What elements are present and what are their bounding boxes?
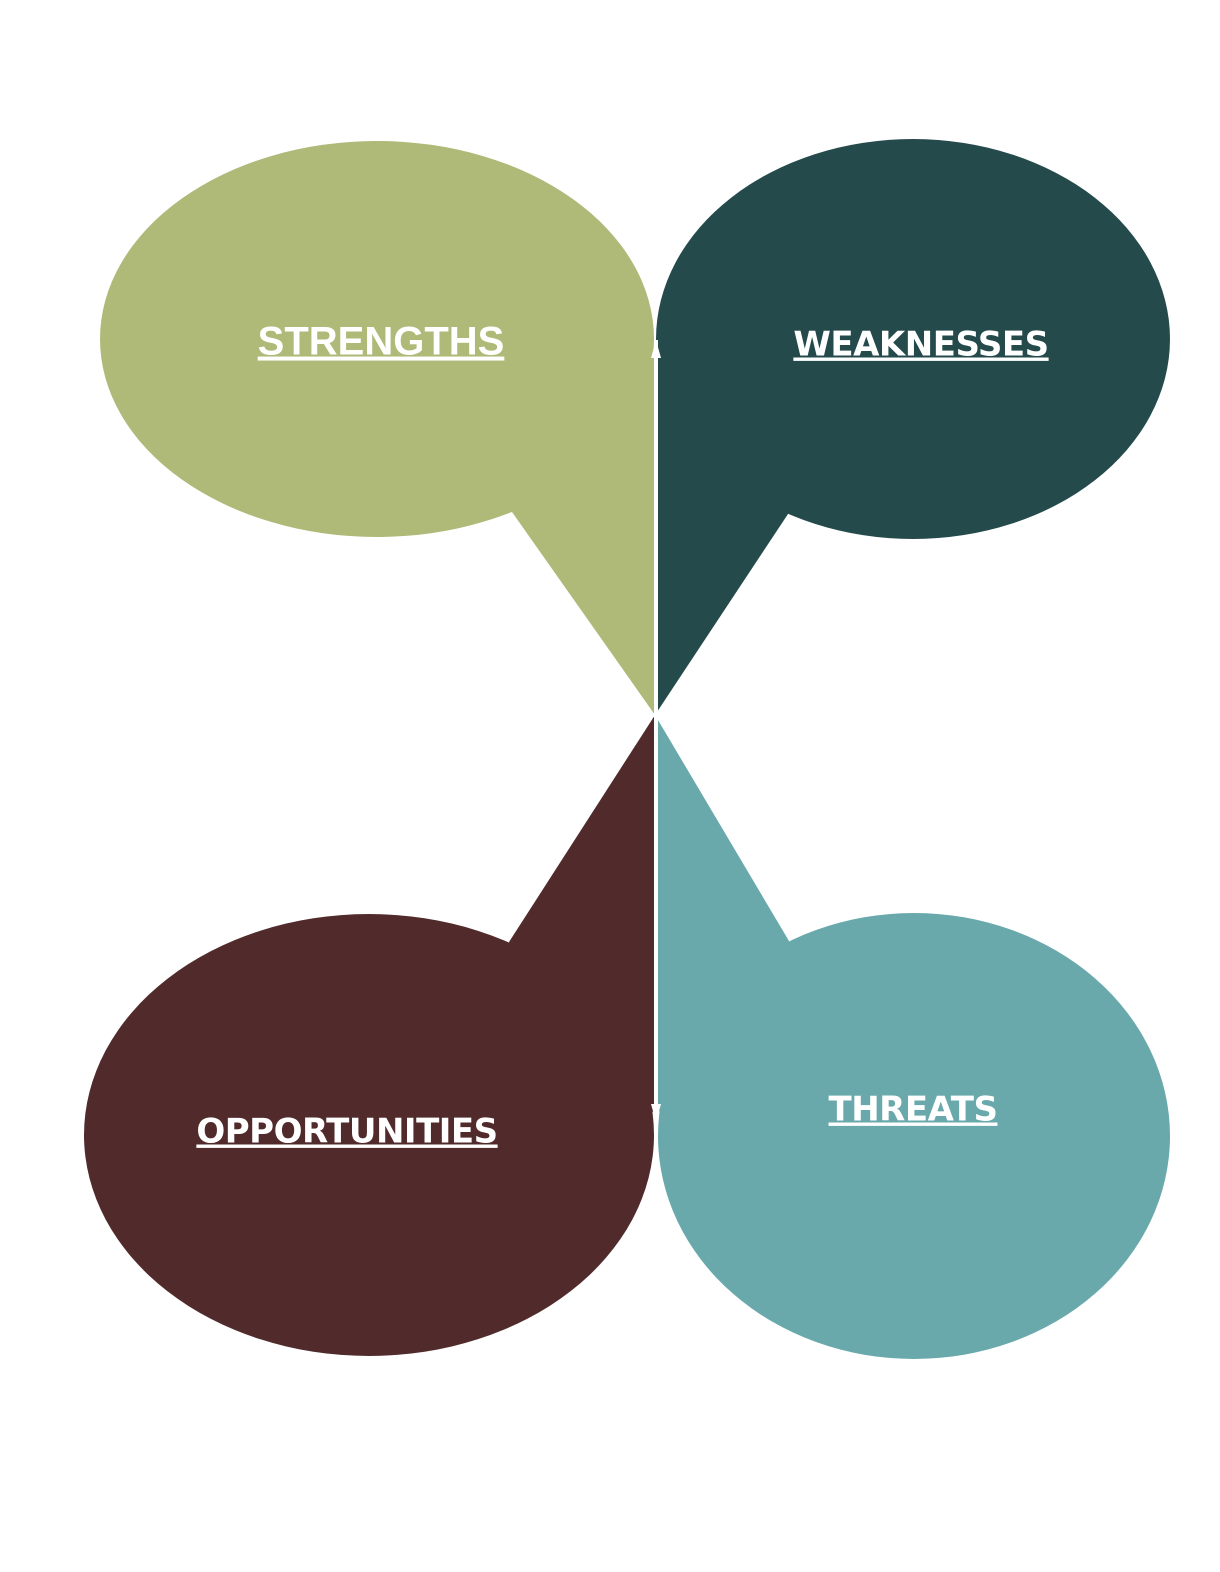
- strengths-label: STRENGTHS: [258, 320, 505, 364]
- strengths-bubble: [100, 141, 654, 537]
- weaknesses-bubble: [656, 139, 1170, 539]
- divider-top-arrow: [651, 340, 661, 358]
- divider-bottom-arrow: [651, 1104, 661, 1122]
- opportunities-quadrant: OPPORTUNITIES: [84, 715, 655, 1356]
- weaknesses-pointer: [655, 330, 788, 715]
- threats-pointer: [655, 715, 789, 1112]
- strengths-quadrant: STRENGTHS: [100, 141, 655, 715]
- opportunities-label: OPPORTUNITIES: [196, 1112, 497, 1152]
- opportunities-pointer: [509, 715, 655, 1112]
- threats-label: THREATS: [829, 1090, 998, 1130]
- threats-quadrant: THREATS: [655, 715, 1170, 1359]
- weaknesses-label: WEAKNESSES: [793, 325, 1048, 365]
- opportunities-bubble: [84, 914, 654, 1356]
- weaknesses-quadrant: WEAKNESSES: [655, 139, 1170, 715]
- threats-bubble: [658, 913, 1170, 1359]
- strengths-pointer: [512, 330, 655, 715]
